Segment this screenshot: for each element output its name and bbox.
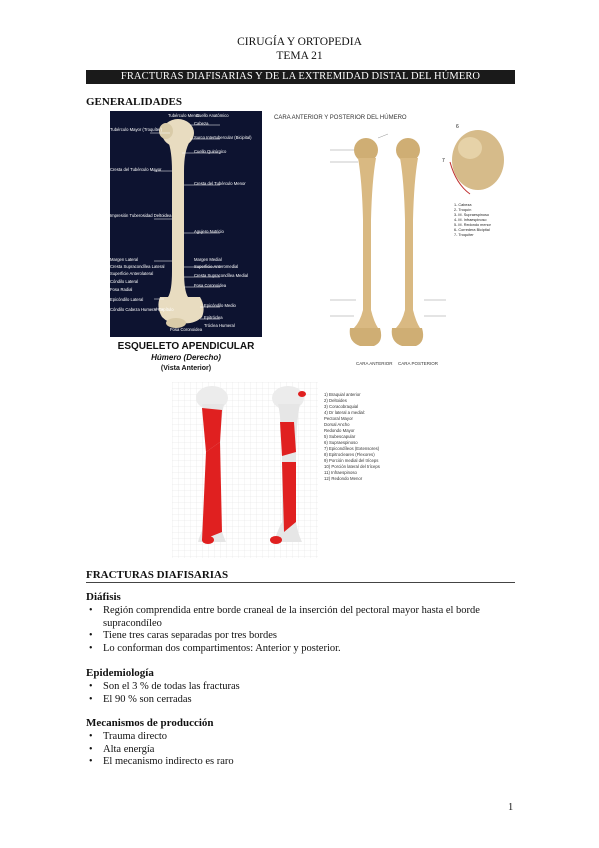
- label-right-3: Cuello Quirúrgico: [194, 149, 227, 154]
- epidemiologia-list: Son el 3 % de todas las fracturas El 90 …: [86, 681, 516, 706]
- label-left-3: Margen Lateral: [110, 257, 138, 262]
- mecanismos-heading: Mecanismos de producción: [86, 717, 214, 729]
- label-left-0: Tubérculo Mayor (Troquíter): [110, 127, 163, 132]
- fig3-legend-13: 11) Infraespinoso: [324, 470, 357, 475]
- fig2-legend-6: 7- Troquíter: [454, 233, 474, 237]
- fig1-caption-view: (Vista Anterior): [161, 365, 211, 372]
- label-right-12: Tróclea Humeral: [204, 323, 235, 328]
- label-left-7: Fosa Radial: [110, 287, 132, 292]
- fig2-legend-1: 2- Troquín: [454, 208, 471, 212]
- svg-text:7: 7: [442, 158, 445, 164]
- label-right-6: Margen Medial: [194, 257, 222, 262]
- fig2-legend-5: 6- Corredera Bicipital: [454, 228, 490, 232]
- fig3-legend-0: 1) Braquial anterior: [324, 392, 361, 397]
- fig3-legend-2: 3) Coracobraquial: [324, 404, 358, 409]
- humerus-anterior-posterior-figure: CARA ANTERIOR Y POSTERIOR DEL HÚMERO CAR…: [270, 110, 518, 370]
- page-number: 1: [508, 802, 514, 813]
- diafisis-list: Región comprendida entre borde craneal d…: [86, 605, 516, 655]
- label-tuberculo-menor: Tubérculo Menor: [168, 113, 200, 118]
- list-item: El 90 % son cerradas: [86, 694, 516, 707]
- fig3-legend-5: Dorsal Ancho: [324, 422, 350, 427]
- epidemiologia-heading: Epidemiología: [86, 667, 154, 679]
- label-right-0: Cuello Anatómico: [196, 113, 229, 118]
- fig3-legend-12: 10) Porción lateral del tríceps: [324, 464, 380, 469]
- label-left-1: Cresta del Tubérculo Mayor: [110, 167, 162, 172]
- fig3-legend-6: Redondo Mayor: [324, 428, 355, 433]
- label-right-10: Epicóndilo Medio: [204, 303, 237, 308]
- mecanismos-list: Trauma directo Alta energía El mecanismo…: [86, 731, 516, 769]
- fig2-legend-3: 4- M. Infraespinoso: [454, 218, 487, 222]
- list-item: El mecanismo indirecto es raro: [86, 756, 516, 769]
- generalidades-heading: GENERALIDADES: [86, 96, 182, 108]
- fig3-legend-3: 4) Dr lateral a medial:: [324, 410, 365, 415]
- fig1-caption-sub: Húmero (Derecho): [151, 353, 221, 362]
- fig2-legend-0: 1- Cabeza: [454, 203, 472, 207]
- heading-underline: [86, 582, 515, 583]
- humerus-posterior-bone: [391, 138, 424, 346]
- fig2-title: CARA ANTERIOR Y POSTERIOR DEL HÚMERO: [274, 114, 407, 121]
- fig2-label-posterior: CARA POSTERIOR: [398, 361, 439, 366]
- label-bottom: Fosa Coronoidea: [170, 327, 203, 332]
- fig3-legend-10: 8) Epitrocleares (Flexores): [324, 452, 375, 457]
- list-item: Región comprendida entre borde craneal d…: [86, 605, 516, 630]
- topic-number: TEMA 21: [276, 50, 323, 62]
- list-item: Son el 3 % de todas las fracturas: [86, 681, 516, 694]
- list-item: Lo conforman dos compartimentos: Anterio…: [86, 643, 516, 656]
- fig3-legend-4: Pectoral Mayor: [324, 416, 353, 421]
- humeral-head-detail: 7 6: [442, 124, 504, 195]
- label-right-8: Cresta Supracondílea Medial: [194, 273, 248, 278]
- label-right-9: Fosa Coronoidea: [194, 283, 227, 288]
- label-left-6: Cóndilo Lateral: [110, 279, 138, 284]
- humerus-anterior-bone: [349, 138, 382, 346]
- label-left-2: Impresión Tuberosidad Deltoidea: [110, 213, 172, 218]
- course-title: CIRUGÍA Y ORTOPEDIA: [237, 36, 362, 48]
- diafisis-heading: Diáfisis: [86, 591, 121, 603]
- label-right-5: Agujero Nutricio: [194, 229, 224, 234]
- label-left-9: Cóndilo Cabeza Humeral Capítulo: [110, 307, 174, 312]
- label-left-4: Cresta Supracondílea Lateral: [110, 264, 165, 269]
- fig3-legend-1: 2) Deltoides: [324, 398, 347, 403]
- fig3-legend-8: 6) Supraespinoso: [324, 440, 358, 445]
- label-right-2: Surco Intertubercular (Bicipital): [194, 135, 252, 140]
- label-right-1: Cabeza: [194, 121, 209, 126]
- fig2-legend-4: 5- M. Redondo menor: [454, 223, 492, 227]
- fig3-legend-14: 12) Redondo Menor: [324, 476, 363, 481]
- fig2-legend-2: 3- M. Supraespinoso: [454, 213, 489, 217]
- svg-text:6: 6: [456, 124, 459, 130]
- humerus-insertions-posterior: [270, 386, 306, 544]
- label-right-4: Cresta del Tubérculo Menor: [194, 181, 246, 186]
- fig3-legend-7: 5) Subescapular: [324, 434, 356, 439]
- humerus-insertions-anterior: [196, 386, 228, 544]
- list-item: Alta energía: [86, 744, 516, 757]
- fig2-label-anterior: CARA ANTERIOR: [356, 361, 393, 366]
- label-left-8: Epicóndilo Lateral: [110, 297, 143, 302]
- humerus-anterior-figure: Tubérculo Menor Tubérculo Mayor (Troquít…: [110, 111, 262, 373]
- list-item: Tiene tres caras separadas por tres bord…: [86, 630, 516, 643]
- list-item: Trauma directo: [86, 731, 516, 744]
- fig1-caption-title: ESQUELETO APENDICULAR: [118, 341, 255, 352]
- fracturas-heading: FRACTURAS DIAFISARIAS: [86, 569, 229, 581]
- label-right-11: Epitróclea: [204, 315, 223, 320]
- fig3-legend-11: 9) Porción medial del tríceps: [324, 458, 378, 463]
- label-left-5: Superficie Anterolateral: [110, 271, 153, 276]
- section-banner: FRACTURAS DIAFISARIAS Y DE LA EXTREMIDAD…: [86, 70, 515, 84]
- label-right-7: Superficie Anteromedial: [194, 264, 238, 269]
- fig3-legend-9: 7) Epicondíleos (Extensores): [324, 446, 380, 451]
- muscle-insertions-figure: 1) Braquial anterior 2) Deltoides 3) Cor…: [172, 382, 380, 558]
